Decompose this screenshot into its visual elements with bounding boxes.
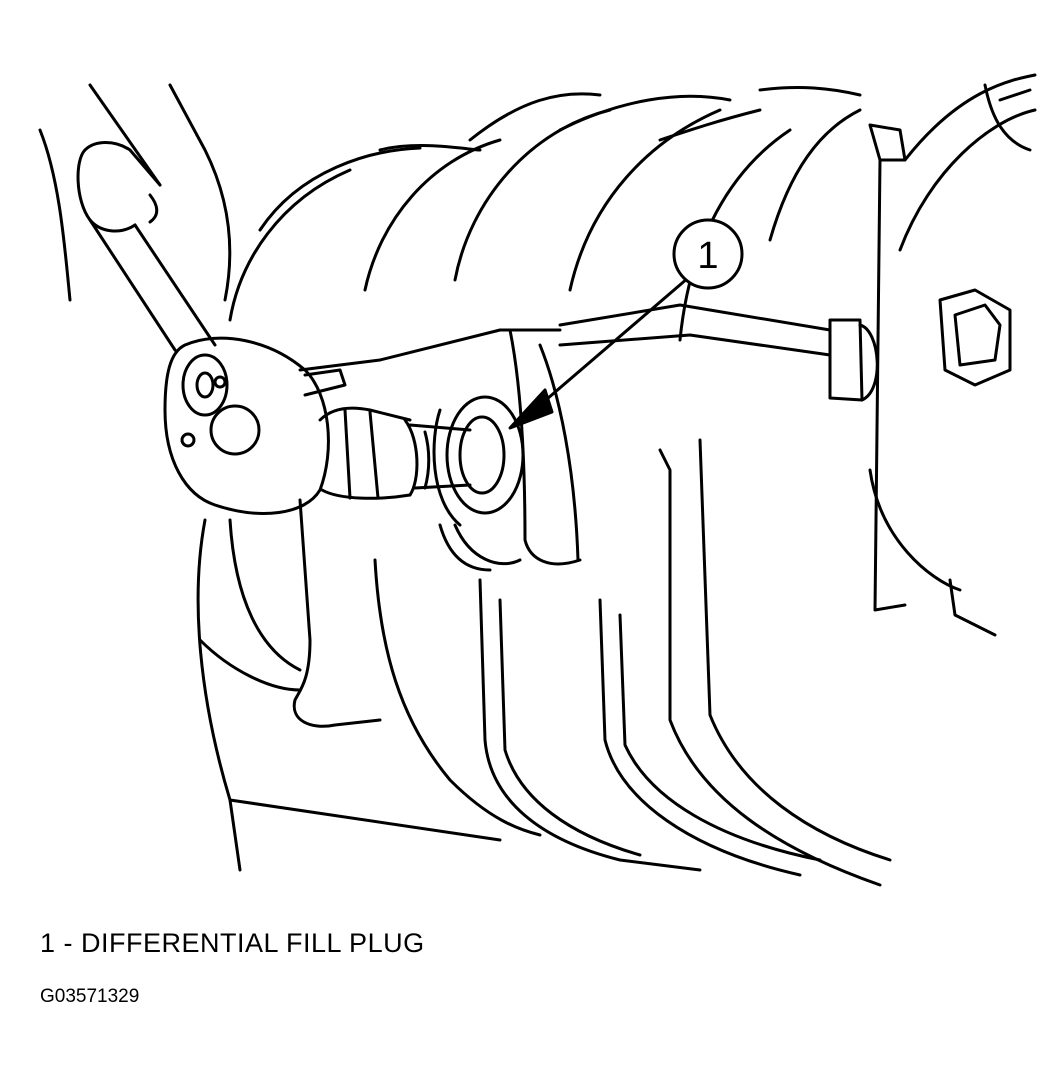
background-frame-lines — [38, 83, 502, 872]
backing-plate — [868, 73, 1037, 637]
legend-caption: 1 - DIFFERENTIAL FILL PLUG — [40, 928, 425, 958]
differential-fill-plug-illustration: 1 — [38, 73, 1037, 887]
ratchet-handle — [76, 83, 217, 352]
figure-id-label: G03571329 — [40, 986, 140, 1007]
callout-1-number: 1 — [697, 235, 718, 277]
cover-ribs — [228, 86, 892, 887]
socket-extension — [318, 406, 472, 500]
housing-boss — [292, 328, 582, 728]
callout-1-marker — [672, 218, 744, 290]
ratchet-head — [163, 336, 330, 515]
axle-brace — [558, 303, 879, 402]
fill-plug — [432, 395, 525, 566]
callout-1-leader — [508, 276, 690, 430]
